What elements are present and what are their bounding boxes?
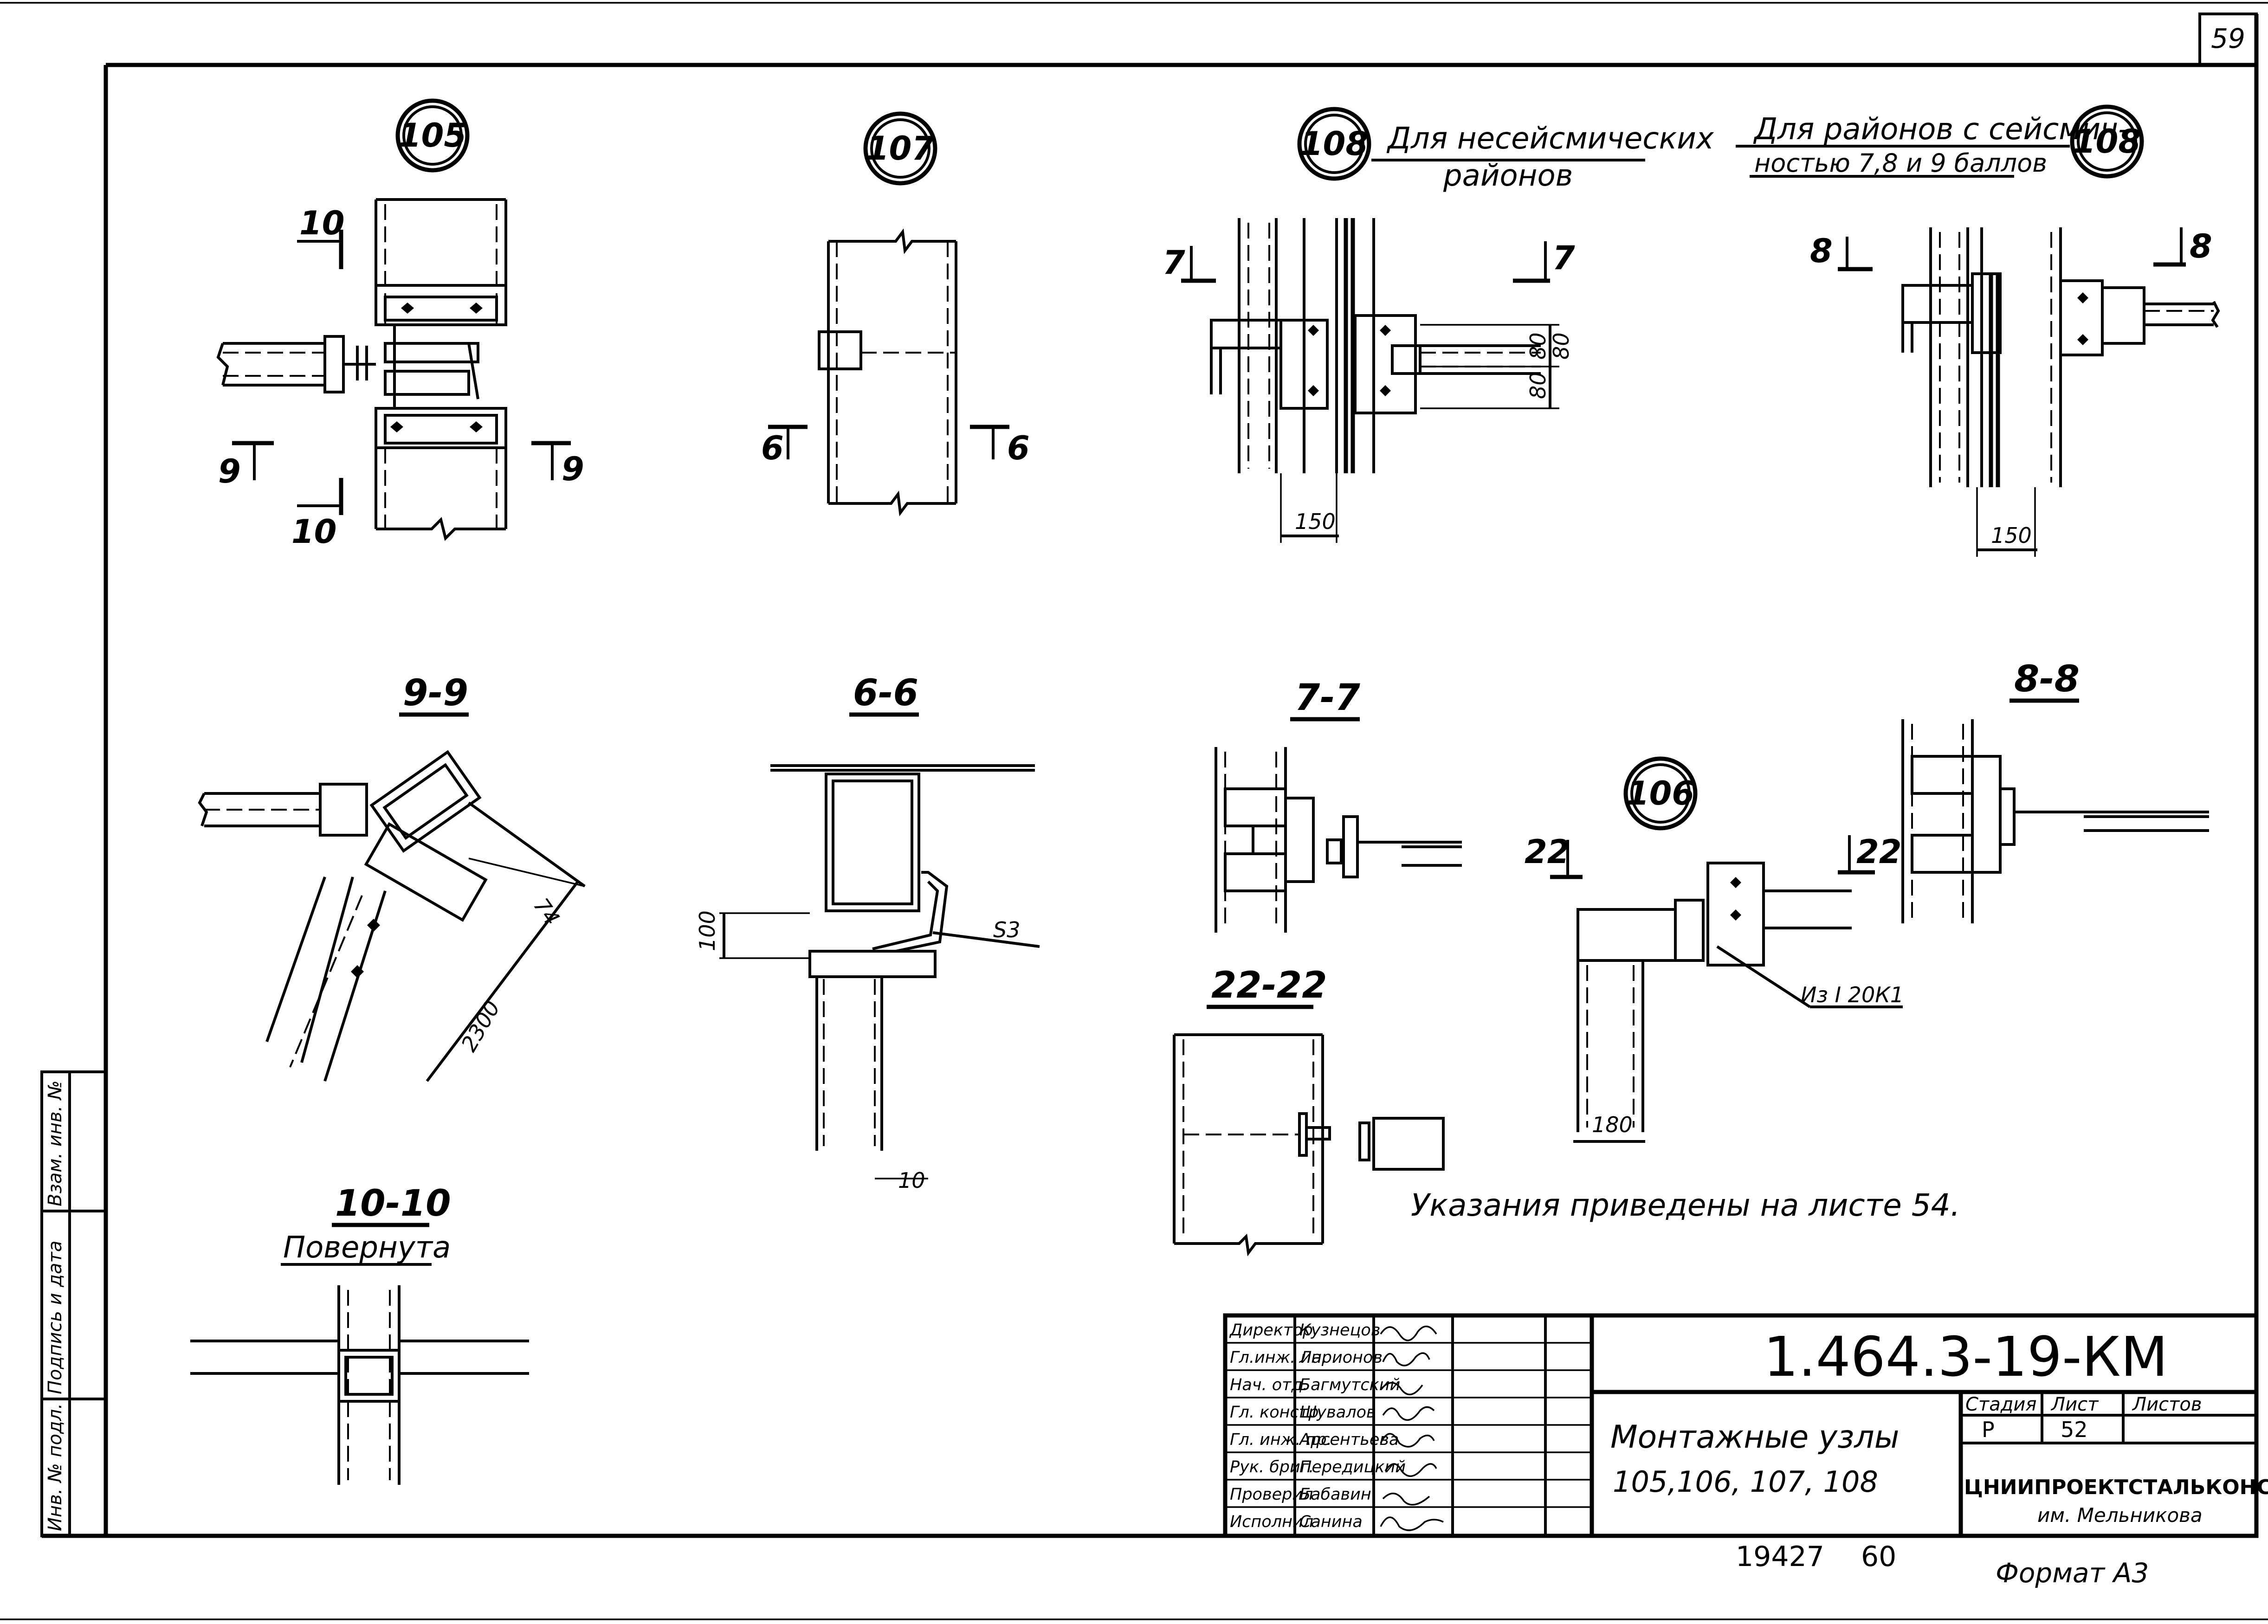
cut-22-right: 22: [1856, 833, 1901, 871]
section-8-8-label: 8-8: [2014, 658, 2080, 700]
dim-180: 180: [1592, 1112, 1633, 1137]
cut-9-right: 9: [562, 450, 584, 488]
side-stamp: Взам. инв. № Подпись и дата Инв. № подл.: [40, 1070, 107, 1537]
dim-80a: 80: [1525, 332, 1551, 360]
section-6-6-label: 6-6: [853, 672, 918, 714]
section-8-8: 8-8: [1901, 658, 2209, 923]
node-108-nonseismic: 108 Для несейсмических районов 80: [1163, 107, 1714, 543]
cut-6-right: 6: [1007, 429, 1030, 467]
page-number-bottom: 60: [1861, 1540, 1896, 1573]
org-name-2: им. Мельникова: [2037, 1504, 2203, 1527]
section-9-9: 9-9 74 2300: [198, 672, 586, 1082]
cut-22-left: 22: [1525, 833, 1570, 871]
heading-seismic-2: ностью 7,8 и 9 баллов: [1754, 148, 2047, 178]
dim-150a: 150: [1295, 509, 1336, 534]
tb-name-2: Багмутский: [1299, 1376, 1400, 1394]
tb-name-3: Шувалов: [1299, 1403, 1376, 1422]
cut-10-bottom: 10: [291, 513, 336, 551]
sheets-label: Листов: [2132, 1394, 2202, 1415]
heading-seismic-1: Для районов с сейсмич-: [1753, 112, 2129, 147]
weld-s3: S3: [993, 917, 1020, 942]
document-code: 1.464.3-19-КМ: [1764, 1325, 2168, 1389]
dim-2300: 2300: [456, 996, 505, 1056]
section-10-10-label: 10-10: [335, 1183, 451, 1224]
node-107: 107 6 6: [761, 111, 1030, 516]
cut-7-left: 7: [1163, 244, 1185, 282]
heading-nonseismic-2: районов: [1443, 159, 1573, 193]
dim-80c: 80: [1525, 372, 1551, 399]
tb-role-5: Рук. бриг.: [1230, 1458, 1314, 1476]
node-108-right-label: 108: [2073, 122, 2141, 161]
drawing-title-2: 105,106, 107, 108: [1613, 1465, 1878, 1499]
rotated-label: Повернута: [283, 1231, 451, 1265]
sheet-number: 59: [2211, 23, 2245, 54]
heading-nonseismic-1: Для несейсмических: [1386, 122, 1714, 156]
cut-7-right: 7: [1552, 239, 1575, 277]
dim-150b: 150: [1991, 523, 2032, 548]
tb-role-1: Гл.инж. ин.: [1230, 1348, 1327, 1367]
dim-100: 100: [695, 910, 720, 951]
tb-role-4: Гл. инж. пр.: [1230, 1431, 1332, 1449]
dim-10: 10: [898, 1168, 925, 1193]
node-106-label: 106: [1627, 774, 1694, 812]
cut-6-left: 6: [761, 429, 784, 467]
tb-name-4: Арсентьева: [1299, 1431, 1399, 1449]
tb-name-1: Ларионов: [1299, 1348, 1383, 1367]
side-stamp-col2: Подпись и дата: [45, 1241, 66, 1394]
node-108-seismic: 108 Для районов с сейсмич- ностью 7,8 и …: [1736, 104, 2220, 557]
section-22-22: 22-22: [1173, 965, 1445, 1257]
section-7-7: 7-7 22: [1215, 677, 1583, 933]
section-9-9-label: 9-9: [403, 672, 468, 714]
tb-name-7: Санина: [1299, 1513, 1363, 1531]
inventory-number: 19427: [1736, 1540, 1824, 1573]
stage-value: Р: [1982, 1417, 1995, 1442]
from-profile-label: Из I 20К1: [1801, 982, 1904, 1007]
tb-role-6: Проверил: [1230, 1485, 1313, 1504]
cut-9-left: 9: [218, 452, 241, 490]
node-105-label: 105: [399, 116, 466, 155]
section-6-6: 6-6 100 S3 10: [695, 672, 1040, 1193]
dim-74: 74: [529, 893, 565, 930]
title-block: Директор Гл.инж. ин. Нач. отд. Гл. конст…: [1223, 1313, 2268, 1538]
cut-8-left: 8: [1810, 232, 1833, 270]
side-stamp-col1: Взам. инв. №: [45, 1080, 66, 1206]
tb-name-5: Передицкий: [1299, 1458, 1406, 1476]
tb-name-6: Бабавин: [1299, 1485, 1371, 1504]
side-stamp-col3: Инв. № подл.: [45, 1403, 66, 1531]
node-108-left-label: 108: [1300, 125, 1368, 163]
paper-format: Формат А3: [1996, 1557, 2149, 1589]
tb-role-2: Нач. отд.: [1230, 1376, 1308, 1394]
tb-name-0: Кузнецов: [1299, 1321, 1380, 1340]
note-text: Указания приведены на листе 54.: [1411, 1187, 1960, 1223]
sheet-value: 52: [2061, 1417, 2088, 1442]
node-105: 105 10: [216, 98, 584, 551]
node-107-label: 107: [866, 129, 934, 168]
dim-80b: 80: [1549, 332, 1574, 360]
drawing-title-1: Монтажные узлы: [1610, 1419, 1899, 1456]
tb-role-3: Гл. констр.: [1230, 1403, 1324, 1422]
org-name: ЦНИИПРОЕКТСТАЛЬКОНСТРУКЦИЯ: [1964, 1476, 2268, 1499]
cut-8-right: 8: [2190, 227, 2212, 265]
signatures: [1380, 1326, 1444, 1531]
stage-label: Стадия: [1965, 1394, 2036, 1415]
sheet-label: Лист: [2050, 1394, 2099, 1415]
cut-10-top: 10: [299, 204, 344, 242]
section-10-10: 10-10 Повернута: [190, 1183, 529, 1485]
tb-role-0: Директор: [1229, 1321, 1313, 1340]
tb-role-7: Исполнил: [1230, 1513, 1313, 1531]
section-22-22-label: 22-22: [1211, 965, 1327, 1006]
section-7-7-label: 7-7: [1295, 677, 1361, 719]
node-106: 106 Из I 20К1 180 22: [1573, 756, 1904, 1143]
